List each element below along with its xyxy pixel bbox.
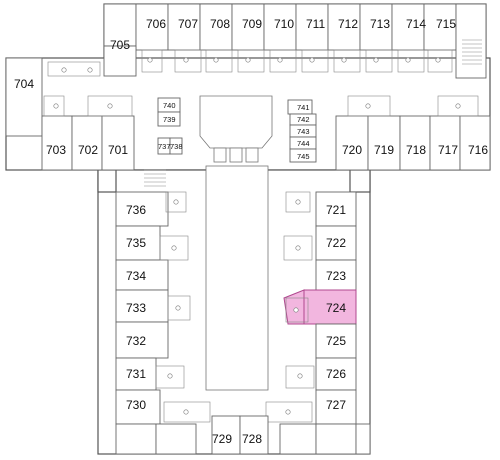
room-label-703: 703 [46, 143, 66, 157]
bathroom-fixtures [53, 57, 461, 415]
room-label-704: 704 [14, 77, 34, 91]
room-label-702: 702 [78, 143, 98, 157]
room-label-725: 725 [326, 334, 346, 348]
room-label-737: 737 [158, 142, 171, 151]
south-rooms [115, 415, 371, 455]
west-block [5, 45, 137, 137]
room-labels: 704 705 706 707 708 709 710 711 712 713 … [14, 17, 488, 446]
room-label-706: 706 [146, 17, 166, 31]
room-label-709: 709 [242, 17, 262, 31]
room-label-739: 739 [163, 115, 176, 124]
room-label-744: 744 [297, 139, 310, 148]
room-label-730: 730 [126, 398, 146, 412]
room-label-723: 723 [326, 269, 346, 283]
room-724-highlight[interactable] [303, 289, 357, 325]
room-label-722: 722 [326, 236, 346, 250]
room-label-718: 718 [406, 143, 426, 157]
room-label-735: 735 [126, 236, 146, 250]
room-label-729: 729 [212, 432, 232, 446]
room-label-742: 742 [297, 115, 310, 124]
west-column-rooms [115, 169, 211, 425]
small-rooms [157, 97, 317, 163]
room-label-707: 707 [178, 17, 198, 31]
room-label-713: 713 [370, 17, 390, 31]
room-label-728: 728 [242, 432, 262, 446]
room-label-738: 738 [170, 142, 183, 151]
room-label-708: 708 [210, 17, 230, 31]
room-label-734: 734 [126, 269, 146, 283]
room-label-736: 736 [126, 203, 146, 217]
room-label-727: 727 [326, 398, 346, 412]
room-label-712: 712 [338, 17, 358, 31]
room-label-717: 717 [438, 143, 458, 157]
room-label-731: 731 [126, 367, 146, 381]
room-label-720: 720 [342, 143, 362, 157]
room-label-721: 721 [326, 203, 346, 217]
room-label-743: 743 [297, 127, 310, 136]
middle-band-rooms [41, 95, 491, 171]
room-label-716: 716 [468, 143, 488, 157]
north-room-row [103, 3, 487, 79]
room-label-733: 733 [126, 301, 146, 315]
room-label-741: 741 [297, 103, 310, 112]
room-label-732: 732 [126, 334, 146, 348]
room-label-714: 714 [406, 17, 426, 31]
room-label-719: 719 [374, 143, 394, 157]
room-label-701: 701 [108, 143, 128, 157]
room-label-715: 715 [436, 17, 456, 31]
east-column-rooms [265, 191, 357, 425]
central-atrium [199, 95, 273, 391]
room-label-726: 726 [326, 367, 346, 381]
room-label-705: 705 [110, 38, 130, 52]
room-label-740: 740 [163, 101, 176, 110]
room-label-711: 711 [306, 17, 325, 31]
room-label-745: 745 [297, 152, 310, 161]
room-label-724: 724 [326, 301, 346, 315]
room-label-710: 710 [274, 17, 294, 31]
